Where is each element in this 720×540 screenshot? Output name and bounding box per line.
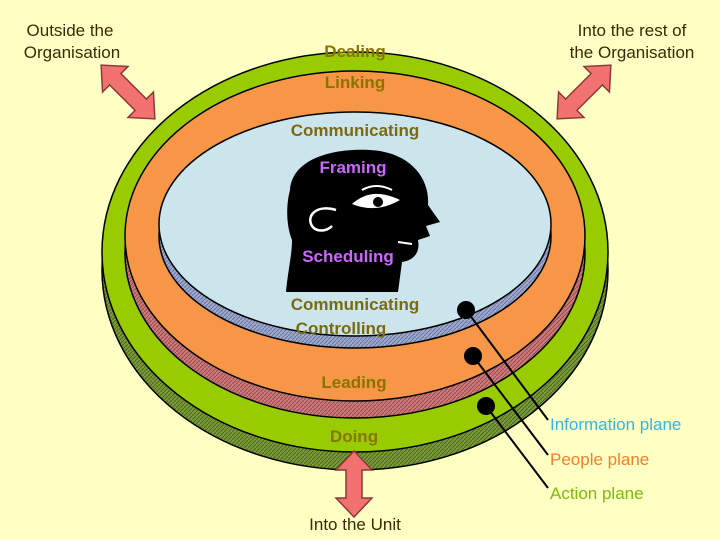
pointer-line-action [485, 405, 549, 489]
legend-information-plane: Information plane [550, 415, 681, 434]
ear-icon [309, 207, 337, 232]
legend-action-plane: Action plane [550, 484, 644, 503]
double-arrow-icon-bottom [334, 449, 374, 519]
marker-dot-icon-people [464, 347, 482, 365]
marker-dot-icon-action [477, 397, 495, 415]
eye-icon [352, 185, 400, 209]
marker-dot-icon-information [457, 301, 475, 319]
head-label-scheduling: Scheduling [302, 247, 394, 266]
label-rest-organisation-line2: the Organisation [570, 43, 695, 62]
label-outside-organisation-line1: Outside the [27, 21, 114, 40]
ring-label-controlling: Controlling [296, 319, 387, 338]
ring-label-leading: Leading [321, 373, 386, 392]
mouth-mark [397, 241, 413, 245]
ring-label-communicating-bottom: Communicating [291, 295, 419, 314]
pointer-line-people [472, 355, 549, 456]
head-silhouette-icon [286, 149, 440, 292]
label-into-unit: Into the Unit [309, 515, 401, 534]
label-rest-organisation-line1: Into the rest of [578, 21, 687, 40]
ring-label-doing: Doing [330, 427, 378, 446]
double-arrow-icon-top-left [100, 64, 156, 120]
legend-people-plane: People plane [550, 450, 649, 469]
label-outside-organisation-line2: Organisation [24, 43, 120, 62]
ring-label-linking: Linking [325, 73, 385, 92]
double-arrow-icon-top-right [556, 64, 612, 120]
ring-label-communicating-top: Communicating [291, 121, 419, 140]
ring-label-dealing: Dealing [324, 42, 385, 61]
pointer-line-information [465, 309, 549, 421]
head-label-framing: Framing [319, 158, 386, 177]
